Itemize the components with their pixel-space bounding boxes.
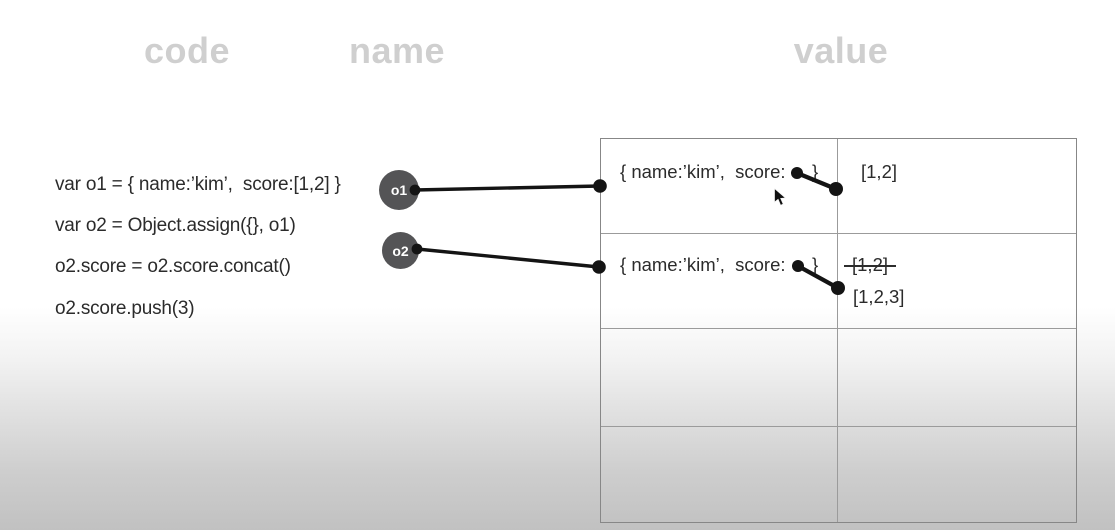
strikethrough-old-value: [1,2] (844, 254, 896, 275)
memory-table-row-divider-1 (601, 233, 1076, 234)
code-line-4: o2.score.push(3) (55, 298, 195, 319)
code-line-3: o2.score = o2.score.concat() (55, 256, 291, 277)
connector-o2-to-object (416, 247, 600, 269)
column-header-name: name (348, 30, 446, 71)
value-row2-old-array: [1,2] (844, 254, 896, 276)
object-literal-row1-prefix: { name:’kim’, score: (620, 161, 786, 182)
object-literal-row2-prefix: { name:’kim’, score: (620, 254, 786, 275)
memory-table-row-divider-3 (601, 426, 1076, 427)
code-line-2: var o2 = Object.assign({}, o1) (55, 215, 296, 236)
memory-table-row-divider-2 (601, 328, 1076, 329)
variable-badge-o2: o2 (382, 232, 419, 269)
object-literal-row2-suffix: } (812, 254, 819, 275)
connector-o1-to-object (414, 184, 601, 192)
object-literal-row1-suffix: } (812, 161, 819, 182)
column-header-value: value (793, 30, 889, 71)
value-row1-array: [1,2] (861, 161, 897, 182)
code-line-1: var o1 = { name:’kim’, score:[1,2] } (55, 174, 341, 195)
variable-badge-o1-label: o1 (390, 182, 408, 198)
memory-table (600, 138, 1077, 523)
column-header-code: code (143, 30, 231, 71)
memory-table-column-divider (837, 139, 838, 522)
variable-badge-o2-label: o2 (392, 242, 409, 259)
value-row2-new-array: [1,2,3] (853, 286, 905, 307)
variable-badge-o1: o1 (379, 170, 419, 210)
